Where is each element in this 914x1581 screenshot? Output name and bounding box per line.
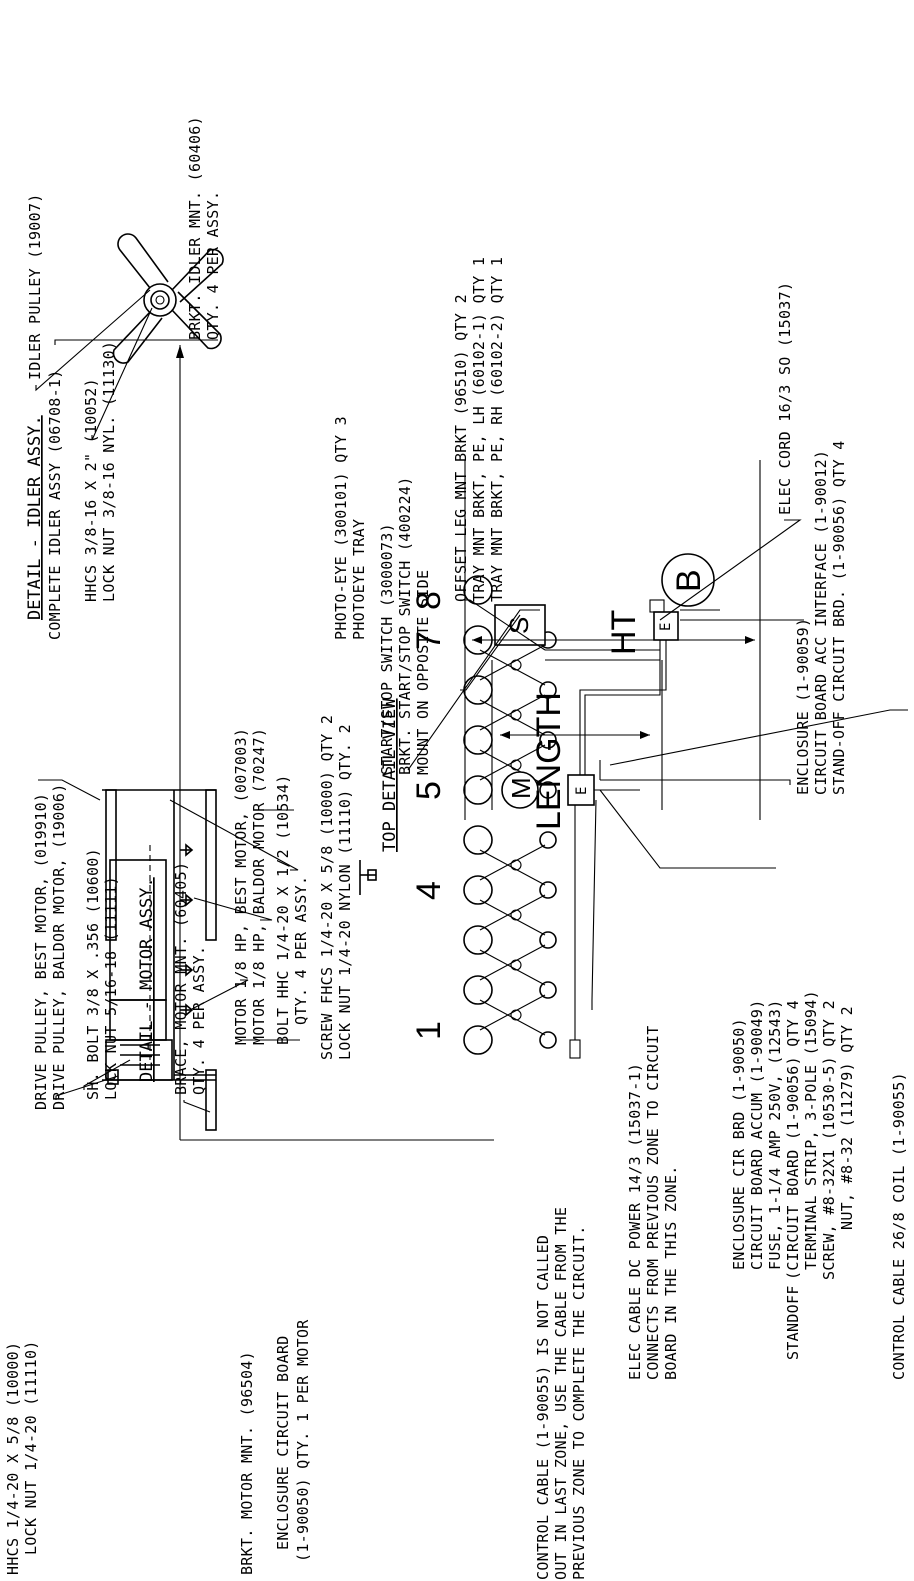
screw-fhcs-line2: LOCK NUT 1/4-20 NYLON (11110) QTY. 2 bbox=[336, 724, 354, 1060]
enclosure-list-2: CIRCUIT BOARD ACCUM (1-90049) bbox=[748, 999, 766, 1270]
enclosure-list-4: (CIRCUIT BOARD (1-90056) QTY 4 bbox=[784, 1000, 802, 1280]
screw-fhcs-line1: SCREW FHCS 1/4-20 X 5/8 (10000) QTY 2 bbox=[318, 715, 336, 1060]
enclosure-2-label: E bbox=[658, 623, 674, 631]
roller-number-1: 1 bbox=[410, 1021, 448, 1040]
start-stop-line1: START/STOP SWITCH (3000073) bbox=[378, 523, 396, 775]
start-stop-line2: BRKT. START/STOP SWITCH (400224) bbox=[396, 476, 414, 775]
bolt-hhc-line1: BOLT HHC 1/4-20 X 1/2 (10534) bbox=[274, 774, 292, 1045]
enclosure-1 bbox=[567, 774, 595, 806]
ht-dimension: HT bbox=[605, 610, 643, 655]
top-detail-view-title: TOP DETAIL VIEW bbox=[380, 698, 400, 852]
hhcs-idler-line1: HHCS 3/8-16 X 2" (10052) bbox=[82, 378, 100, 602]
bolt-hhc-line2: QTY. 4 PER ASSY. bbox=[292, 876, 310, 1025]
conveyor-plan: 1 4 5 7 8 M S E E B bbox=[410, 553, 720, 1059]
roller-number-5: 5 bbox=[410, 781, 448, 800]
hhcs-motor-line2: LOCK NUT 1/4-20 (11110) bbox=[22, 1340, 40, 1555]
motor-line2: MOTOR 1/8 HP, BALDOR MOTOR (70247) bbox=[250, 728, 268, 1045]
offset-leg-line1: OFFSET LEG MNT BRKT (96510) QTY 2 bbox=[452, 294, 470, 602]
brace-line1: BRACE, MOTOR MNT. (60405) bbox=[172, 862, 190, 1095]
enclosure-list-3: FUSE, 1-1/4 AMP 250V, (12543) bbox=[766, 999, 784, 1270]
sh-bolt-line2: LOCK NUT 5/16-18 (11111) bbox=[102, 876, 120, 1100]
b-label: B bbox=[670, 569, 708, 592]
motor-symbol-label: M bbox=[506, 777, 536, 799]
roller-number-8: 8 bbox=[410, 591, 448, 610]
hhcs-idler-line2: LOCK NUT 3/8-16 NYL. (11130) bbox=[100, 341, 118, 602]
enclosure-1-label: E bbox=[574, 787, 590, 795]
roller-number-4: 4 bbox=[410, 881, 448, 900]
motor-line1: MOTOR 1/8 HP, BEST MOTOR, (007003) bbox=[232, 728, 250, 1045]
brkt-motor-mnt: BRKT. MOTOR MNT. (96504) bbox=[238, 1351, 256, 1575]
offset-leg-line3: TRAY MNT BRKT, PE, RH (60102-2) QTY 1 bbox=[488, 257, 506, 602]
idler-pulley: IDLER PULLEY (19007) bbox=[26, 193, 44, 380]
top-detail-view: TOP DETAIL VIEW bbox=[359, 698, 400, 895]
enclosure2-line1: ENCLOSURE (1-90059) bbox=[794, 618, 812, 795]
motor-leaders bbox=[38, 779, 300, 1113]
elec-cable-dc-line2: CONNECTS FROM PREVIOUS ZONE TO CIRCUIT bbox=[644, 1025, 662, 1380]
complete-idler: COMPLETE IDLER ASSY (06708-1) bbox=[46, 369, 64, 640]
elec-cable-dc-line1: ELEC CABLE DC POWER 14/3 (15037-1) bbox=[626, 1063, 644, 1380]
offset-leg-line2: TRAY MNT BRKT, PE, LH (60102-1) QTY 1 bbox=[470, 257, 488, 602]
photo-eye-line2: PHOTOEYE TRAY bbox=[350, 519, 368, 640]
right-leaders bbox=[35, 289, 908, 1010]
detail-idler-title: DETAIL - IDLER ASSY. bbox=[25, 415, 45, 620]
b-circle bbox=[661, 553, 715, 607]
drive-pulley-line1: DRIVE PULLEY, BEST MOTOR, (019910) bbox=[32, 793, 50, 1110]
sh-bolt-line1: SH. BOLT 3/8 X .356 (10600) bbox=[84, 848, 102, 1100]
elec-cable-dc-line3: BOARD IN THE THIS ZONE. bbox=[662, 1165, 680, 1380]
control-cable-note-line3: PREVIOUS ZONE TO COMPLETE THE CIRCUIT. bbox=[570, 1225, 588, 1580]
enclosure-list-6: SCREW, #8-32X1 (10530-5) QTY 2 bbox=[820, 1000, 838, 1280]
cross-belts bbox=[479, 644, 546, 1036]
enclosure-list-1: ENCLOSURE CIR BRD (1-90050) bbox=[730, 1018, 748, 1270]
enclosure2-line3: STAND-OFF CIRCUIT BRD. (1-90056) QTY 4 bbox=[830, 440, 848, 795]
start-stop-line3: MOUNT ON OPPOSITE SIDE bbox=[414, 570, 432, 775]
control-cable-note-line1: CONTROL CABLE (1-90055) IS NOT CALLED bbox=[534, 1235, 552, 1580]
length-dimension: LENGTH bbox=[530, 692, 568, 830]
elec-cord: ELEC CORD 16/3 SO (15037) bbox=[776, 282, 794, 515]
text-labels: HHCS 1/4-20 X 5/8 (10000) LOCK NUT 1/4-2… bbox=[4, 116, 908, 1580]
detail-motor-title: DETAIL - MOTOR ASSY. bbox=[137, 877, 157, 1082]
hhcs-motor-line1: HHCS 1/4-20 X 5/8 (10000) bbox=[4, 1342, 22, 1575]
dimensions: LENGTH HT bbox=[464, 460, 761, 830]
enclosure-2 bbox=[653, 611, 679, 641]
enclosure2-line2: CIRCUIT BOARD ACC INTERFACE (1-90012) bbox=[812, 450, 830, 795]
standoff-label: STANDOFF bbox=[784, 1285, 802, 1360]
roller-number-7: 7 bbox=[410, 631, 448, 650]
brkt-idler-line1: BRKT. IDLER MNT. (60406) bbox=[186, 116, 204, 340]
drive-pulley-line2: DRIVE PULLEY, BALDOR MOTOR, (19006) bbox=[50, 783, 68, 1110]
enclosure-cb-line1: ENCLOSURE CIRCUIT BOARD bbox=[274, 1335, 292, 1550]
brace-line2: QTY. 4 PER ASSY. bbox=[190, 946, 208, 1095]
photo-eye-line1: PHOTO-EYE (300101) QTY 3 bbox=[332, 416, 350, 640]
control-cable-coil: CONTROL CABLE 26/8 COIL (1-90055) bbox=[890, 1072, 908, 1380]
enclosure-list-5: TERMINAL STRIP, 3-POLE (15094) bbox=[802, 990, 820, 1270]
idler-assembly-detail bbox=[112, 233, 494, 1141]
control-cable-note-line2: OUT IN LAST ZONE, USE THE CABLE FROM THE bbox=[552, 1207, 570, 1580]
motor-symbol bbox=[501, 771, 539, 809]
motor-assembly-detail bbox=[102, 789, 217, 1131]
enclosure-list-7: NUT, #8-32 (11279) QTY 2 bbox=[838, 1006, 856, 1230]
brkt-idler-line2: QTY. 4 PER ASSY. bbox=[204, 191, 222, 340]
switch-label: S bbox=[504, 617, 534, 634]
enclosure-cb-line2: (1-90050) QTY. 1 PER MOTOR bbox=[294, 1319, 312, 1562]
